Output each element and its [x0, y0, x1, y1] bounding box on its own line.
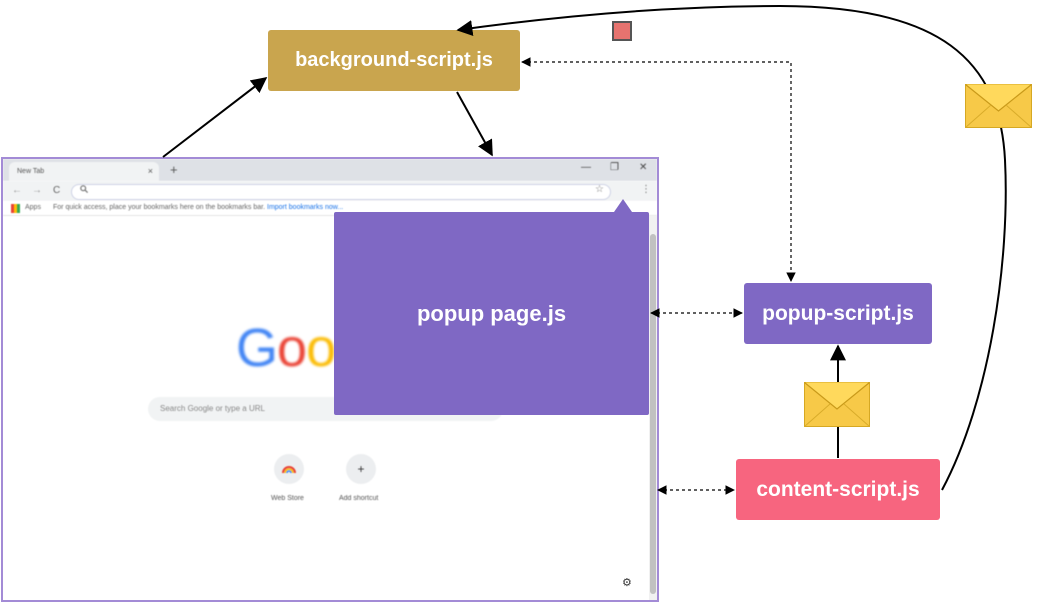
arrow-background-popup-script: [521, 57, 796, 282]
forward-icon[interactable]: →: [32, 185, 42, 196]
extension-icon[interactable]: [612, 21, 632, 41]
logo-letter: o: [277, 318, 307, 378]
apps-label[interactable]: Apps: [25, 204, 41, 211]
shortcut-label: Web Store: [271, 495, 304, 502]
reload-icon[interactable]: C: [53, 185, 61, 196]
bookmarks-hint-text: For quick access, place your bookmarks h…: [53, 204, 266, 211]
tab-close-icon[interactable]: ×: [147, 166, 153, 176]
scrollbar[interactable]: [649, 216, 657, 600]
popup-script-node: popup-script.js: [744, 283, 932, 344]
envelope-icon: [965, 84, 1032, 128]
logo-letter: o: [306, 318, 336, 378]
back-icon[interactable]: ←: [12, 185, 22, 196]
arrow-browser-to-background: [162, 77, 268, 158]
logo-letter: G: [236, 318, 278, 378]
search-icon: [80, 185, 89, 195]
bookmarks-hint: For quick access, place your bookmarks h…: [53, 204, 343, 211]
tab-title: New Tab: [17, 168, 45, 175]
apps-icon[interactable]: [11, 204, 20, 213]
import-bookmarks-link[interactable]: Import bookmarks now...: [267, 204, 344, 211]
new-tab-icon[interactable]: +: [170, 162, 178, 177]
envelope-icon: [804, 382, 870, 427]
tab-strip: New Tab × + — ❐ ✕: [3, 159, 657, 181]
gear-icon[interactable]: ⚙: [622, 577, 632, 589]
search-placeholder: Search Google or type a URL: [160, 404, 265, 413]
content-script-node: content-script.js: [736, 459, 940, 520]
web-store-icon: [282, 466, 296, 474]
web-store-shortcut[interactable]: [274, 454, 304, 484]
shortcut-label: Add shortcut: [339, 495, 379, 502]
add-shortcut-button[interactable]: +: [346, 454, 376, 484]
toolbar: ← → C ☆: [3, 181, 657, 201]
arrow-content-to-background: [456, 4, 1007, 491]
arrow-background-to-browser: [456, 91, 493, 157]
background-script-node: background-script.js: [268, 30, 520, 91]
browser-tab[interactable]: New Tab ×: [9, 162, 159, 181]
scroll-thumb[interactable]: [650, 234, 656, 594]
